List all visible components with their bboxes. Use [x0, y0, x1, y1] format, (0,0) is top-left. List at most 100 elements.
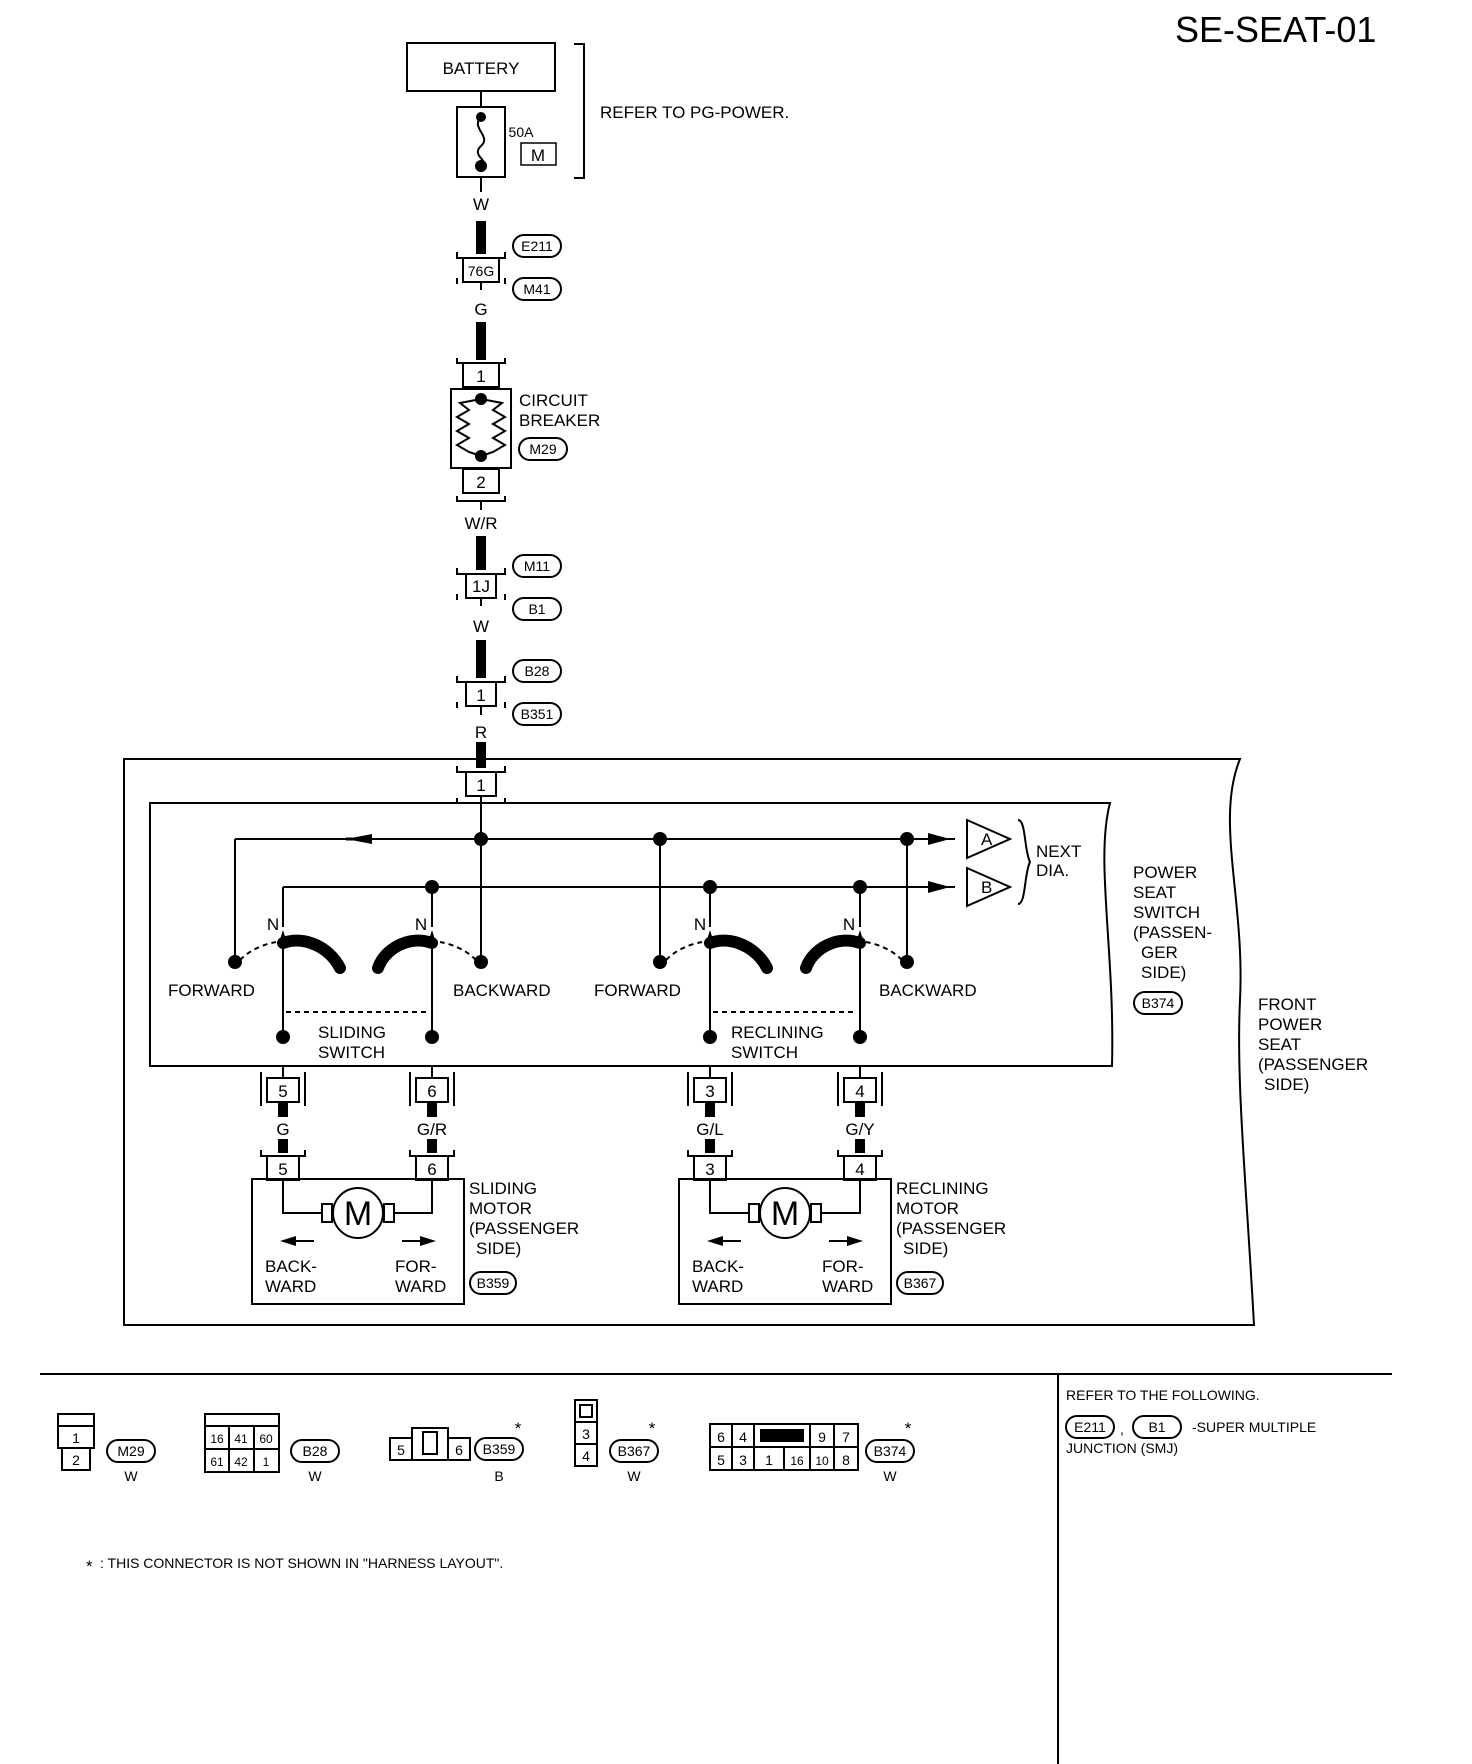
pin-3-top: 3	[705, 1082, 714, 1101]
sliding-back-2: WARD	[265, 1277, 316, 1296]
legend-b359-pin-5: 5	[397, 1442, 405, 1458]
tag-b-label: B	[981, 878, 992, 897]
fuse-amp: 50A	[509, 124, 535, 140]
arrow-right-a-icon	[928, 833, 950, 845]
sliding-motor-label-2: MOTOR	[469, 1199, 532, 1218]
pin-b28-1: 1	[476, 686, 485, 705]
legend-b359-id: B359	[483, 1441, 516, 1457]
reclining-switch-label-1: RECLINING	[731, 1023, 824, 1042]
refer-smj-2: JUNCTION (SMJ)	[1066, 1440, 1178, 1456]
wire-color-w6: G	[276, 1120, 289, 1139]
legend-b367: 3 4 B367 * W	[574, 1399, 659, 1484]
pin-6-top: 6	[427, 1082, 436, 1101]
motor-pin-4: 4	[837, 1150, 883, 1181]
legend-m29-pin-2: 2	[72, 1452, 80, 1468]
pin-76g: 76G	[468, 263, 494, 279]
refer-smj-1: -SUPER MULTIPLE	[1192, 1419, 1316, 1435]
fps-label-5: SIDE)	[1264, 1075, 1309, 1094]
pin-6-bottom: 6	[427, 1160, 436, 1179]
legend-b28-60: 60	[259, 1432, 273, 1446]
tag-b	[966, 866, 1013, 908]
legend-b359-color: B	[494, 1468, 503, 1484]
sliding-switch-label-1: SLIDING	[318, 1023, 386, 1042]
wire-color-w9: G/Y	[845, 1120, 874, 1139]
conn-e211: E211	[521, 238, 553, 254]
legend-b28-41: 41	[234, 1432, 248, 1446]
reclining-back-arrow-icon	[707, 1236, 723, 1246]
conn-b1: B1	[528, 601, 545, 617]
wire-color-w5: R	[475, 723, 487, 742]
legend-b359: 5 6 B359 * B	[389, 1419, 524, 1484]
sliding-n-left: N	[267, 915, 279, 934]
legend-b367-pin-3: 3	[582, 1426, 590, 1442]
connector-b28-b351: 1	[456, 676, 506, 708]
legend-b28-42: 42	[234, 1455, 248, 1469]
pin-1j: 1J	[472, 577, 490, 596]
refer-bracket	[574, 43, 585, 179]
wire-color-w1: W	[473, 195, 489, 214]
sliding-for-1: FOR-	[395, 1257, 437, 1276]
legend-b374-1: 1	[765, 1452, 773, 1468]
page-id: SE-SEAT-01	[1175, 9, 1376, 50]
reclining-motor-box	[678, 1178, 892, 1305]
reclining-back-1: BACK-	[692, 1257, 744, 1276]
sliding-forward: FORWARD	[168, 981, 255, 1000]
switch-pin-1: 1	[456, 766, 506, 802]
legend-b367-color: W	[627, 1468, 641, 1484]
legend-b28-16: 16	[210, 1432, 224, 1446]
legend-b374-id: B374	[874, 1443, 907, 1459]
sliding-n-right: N	[415, 915, 427, 934]
legend-m29: 1 2 M29 W	[57, 1413, 156, 1484]
sliding-motor-label-4: SIDE)	[476, 1239, 521, 1258]
conn-m11: M11	[524, 558, 550, 574]
reclining-n-left: N	[694, 915, 706, 934]
legend-b374-6: 6	[717, 1429, 725, 1445]
legend-b374-star: *	[905, 1419, 912, 1438]
legend-b28-1: 1	[263, 1455, 270, 1469]
pss-label-5: GER	[1141, 943, 1178, 962]
reclining-back-2: WARD	[692, 1277, 743, 1296]
fps-label-1: FRONT	[1258, 995, 1317, 1014]
reclining-switch	[665, 930, 903, 1044]
next-dia-1: NEXT	[1036, 842, 1081, 861]
reclining-motor-label-2: MOTOR	[896, 1199, 959, 1218]
breaker-pin-2: 2	[476, 473, 485, 492]
reclining-motor-m: M	[771, 1195, 799, 1233]
sliding-motor-label-1: SLIDING	[469, 1179, 537, 1198]
sliding-back-arrow-icon	[280, 1236, 296, 1246]
refer-pg-power: REFER TO PG-POWER.	[600, 103, 789, 122]
fuse-icon	[476, 116, 486, 167]
legend-b359-pin-6: 6	[455, 1442, 463, 1458]
motor-pin-6: 6	[409, 1150, 455, 1181]
reclining-motor-label-4: SIDE)	[903, 1239, 948, 1258]
footnote-star: *	[86, 1557, 93, 1576]
breaker-label-1: CIRCUIT	[519, 391, 588, 410]
legend-m29-color: W	[124, 1468, 138, 1484]
breaker-pin-1: 1	[476, 367, 485, 386]
legend-b374-color: W	[883, 1468, 897, 1484]
reclining-for-2: WARD	[822, 1277, 873, 1296]
conn-m29: M29	[529, 441, 556, 457]
refer-b1: B1	[1148, 1419, 1165, 1435]
pin-3-bottom: 3	[705, 1160, 714, 1179]
tag-a	[966, 818, 1013, 860]
legend-b374-10: 10	[815, 1454, 829, 1468]
switch-pin-4: 4	[837, 1072, 883, 1106]
legend-b28-color: W	[308, 1468, 322, 1484]
pss-label-1: POWER	[1133, 863, 1197, 882]
pin-5-top: 5	[278, 1082, 287, 1101]
pss-label-2: SEAT	[1133, 883, 1176, 902]
legend-b28: 16 41 60 61 42 1 B28 W	[204, 1413, 340, 1484]
pss-label-6: SIDE)	[1141, 963, 1186, 982]
pss-label-3: SWITCH	[1133, 903, 1200, 922]
wire-color-w2: G	[474, 300, 487, 319]
sliding-motor-box	[251, 1178, 465, 1305]
conn-b28: B28	[525, 663, 550, 679]
wire-color-w7: G/R	[417, 1120, 447, 1139]
conn-b351: B351	[521, 706, 554, 722]
legend-b28-id: B28	[303, 1443, 328, 1459]
legend-b374-8: 8	[842, 1452, 850, 1468]
pin-4-top: 4	[855, 1082, 864, 1101]
wire-color-w8: G/L	[696, 1120, 723, 1139]
